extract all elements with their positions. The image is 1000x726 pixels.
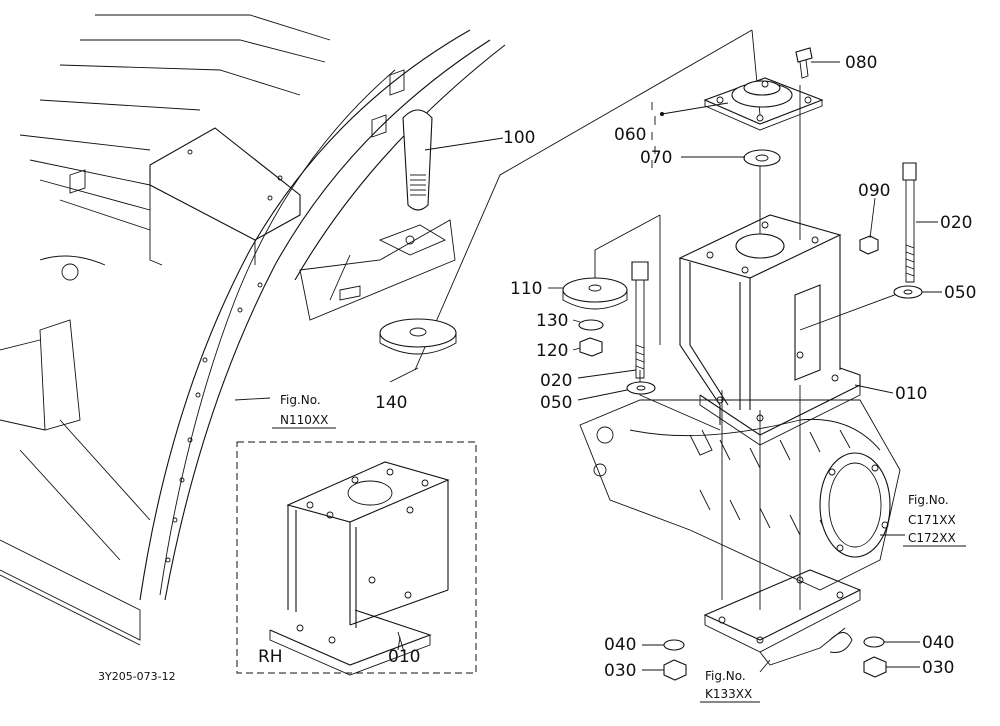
- part-label-090[interactable]: 090: [858, 181, 890, 201]
- part-label-070[interactable]: 070: [640, 148, 672, 168]
- inset-side-label: RH: [258, 647, 283, 667]
- part-label-060[interactable]: 060: [614, 125, 646, 145]
- part-label-050-left[interactable]: 050: [540, 393, 572, 413]
- fig-ref-c172-code[interactable]: C172XX: [908, 531, 956, 545]
- part-label-130[interactable]: 130: [536, 311, 568, 331]
- part-label-120[interactable]: 120: [536, 341, 568, 361]
- fig-ref-k133-title: Fig.No.: [705, 669, 746, 683]
- part-labels: 100 080 060 070 090 020 050 110 130 120 …: [375, 53, 976, 681]
- fig-ref-c171-code[interactable]: C171XX: [908, 513, 956, 527]
- part-label-140[interactable]: 140: [375, 393, 407, 413]
- fig-ref-c171-title: Fig.No.: [908, 493, 949, 507]
- fig-ref-n110-title: Fig.No.: [280, 393, 321, 407]
- part-label-100[interactable]: 100: [503, 128, 535, 148]
- part-label-110[interactable]: 110: [510, 279, 542, 299]
- part-label-080[interactable]: 080: [845, 53, 877, 73]
- part-label-030-right[interactable]: 030: [922, 658, 954, 678]
- leader-lines: [234, 61, 942, 673]
- part-label-040-right[interactable]: 040: [922, 633, 954, 653]
- fig-ref-n110-code[interactable]: N110XX: [280, 413, 328, 427]
- exploded-parts: [379, 29, 923, 681]
- part-label-010-main[interactable]: 010: [895, 384, 927, 404]
- part-label-050-right[interactable]: 050: [944, 283, 976, 303]
- part-label-020-right[interactable]: 020: [940, 213, 972, 233]
- inset-box: [236, 441, 477, 676]
- part-label-020-left[interactable]: 020: [540, 371, 572, 391]
- part-label-030-left[interactable]: 030: [604, 661, 636, 681]
- part-label-040-left[interactable]: 040: [604, 635, 636, 655]
- fig-ref-k133-code[interactable]: K133XX: [705, 687, 752, 701]
- frame-structure: [0, 14, 506, 646]
- part-label-010-rh[interactable]: 010: [388, 647, 420, 667]
- drawing-number: 3Y205-073-12: [98, 670, 176, 683]
- figure-references: Fig.No. N110XX Fig.No. C171XX C172XX Fig…: [272, 393, 966, 703]
